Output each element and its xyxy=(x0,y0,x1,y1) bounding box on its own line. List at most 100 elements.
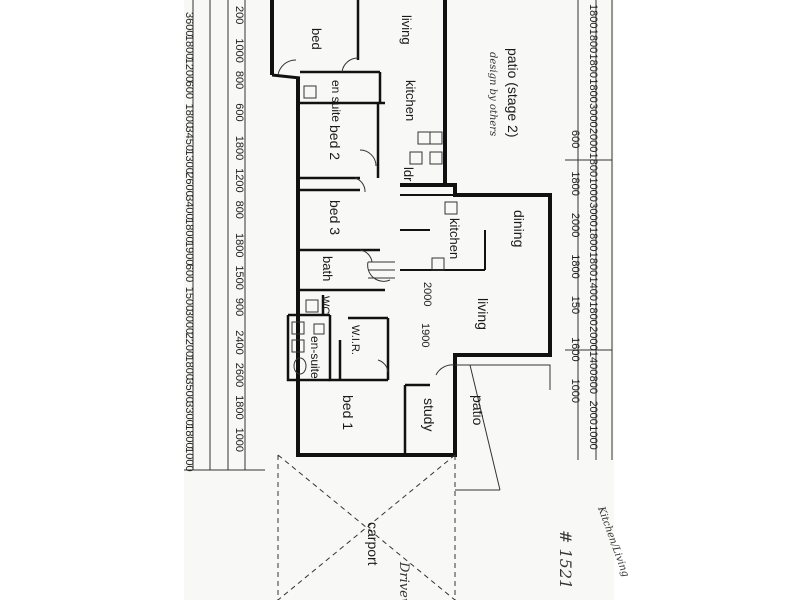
left-dim-11: 600 xyxy=(183,264,195,282)
room-label-ensuite-top: en suite xyxy=(329,80,343,122)
left-mid-dim-7: 1800 xyxy=(233,233,245,257)
right-mid-dim-4: 150 xyxy=(569,296,581,314)
right-mid-dim-1: 1800 xyxy=(569,171,581,195)
room-label-carport: carport xyxy=(365,522,381,566)
right-dim-3: 1800 xyxy=(587,78,599,102)
right-dim-14: 1400 xyxy=(587,351,599,375)
left-mid-dim-1: 1000 xyxy=(233,38,245,62)
right-mid-dimension-text: 600 1800 2000 1800 150 1600 1000 xyxy=(569,130,581,403)
left-dim-0: 3600 xyxy=(183,12,195,36)
right-dim-2: 1800 xyxy=(587,54,599,78)
room-label-wir: W.I.R. xyxy=(349,325,361,355)
entry-steps xyxy=(368,261,395,279)
right-mid-dim-0: 600 xyxy=(569,130,581,148)
left-mid-dimension-text: 200 1000 800 600 1800 1200 800 1800 1500 900 2400 2… xyxy=(233,6,245,452)
left-dim-13: 3000 xyxy=(183,310,195,334)
right-dim-8: 3000 xyxy=(587,202,599,226)
left-dim-4: 1800 xyxy=(183,104,195,128)
left-dim-3: 600 xyxy=(183,81,195,99)
left-mid-dim-0: 200 xyxy=(233,6,245,24)
note-design-by-others: design by others xyxy=(487,52,498,136)
room-label-study: study xyxy=(421,398,437,431)
left-dim-6: 1300 xyxy=(183,149,195,173)
fixtures xyxy=(291,85,458,375)
left-mid-dim-13: 1000 xyxy=(233,428,245,452)
note-number: # 1521 xyxy=(556,530,575,589)
left-dim-15: 1800 xyxy=(183,356,195,380)
left-mid-dim-5: 1200 xyxy=(233,168,245,192)
room-label-ensuite: en-suite xyxy=(308,336,322,379)
room-label-bed1: bed 1 xyxy=(340,395,356,430)
left-dimension-lines xyxy=(184,0,265,471)
left-mid-dim-8: 1500 xyxy=(233,265,245,289)
right-dimension-text: 1800180018001800300020001800100030001800… xyxy=(587,4,599,450)
left-mid-dim-6: 800 xyxy=(233,201,245,219)
right-mid-dim-5: 1600 xyxy=(569,337,581,361)
left-dimension-text: 3600180012006001800345013002600340018001… xyxy=(183,12,195,472)
room-label-bed-top: bed xyxy=(309,28,324,50)
building-walls xyxy=(270,0,552,491)
note-kitchen-living: Kitchen/Living xyxy=(595,504,631,578)
right-dimension-lines xyxy=(565,0,613,460)
room-label-bed2: bed 2 xyxy=(327,125,343,160)
left-dim-1: 1800 xyxy=(183,35,195,59)
room-label-bed3: bed 3 xyxy=(327,200,343,235)
right-dim-16: 2000 xyxy=(587,400,599,424)
left-mid-dim-3: 600 xyxy=(233,103,245,121)
right-dim-13: 2000 xyxy=(587,326,599,350)
right-dim-7: 1000 xyxy=(587,177,599,201)
left-dim-12: 1500 xyxy=(183,287,195,311)
right-dim-15: 800 xyxy=(587,376,599,394)
room-label-kitchen-top: kitchen xyxy=(403,80,418,121)
right-dim-17: 1000 xyxy=(587,425,599,449)
right-dim-6: 1800 xyxy=(587,153,599,177)
left-mid-dim-12: 1800 xyxy=(233,395,245,419)
left-dim-5: 3450 xyxy=(183,127,195,151)
left-dim-19: 1000 xyxy=(183,447,195,471)
left-dim-8: 3400 xyxy=(183,195,195,219)
left-dim-18: 1800 xyxy=(183,424,195,448)
right-dim-1: 1800 xyxy=(587,29,599,53)
carport-structure xyxy=(277,454,500,600)
note-driveway: Driveway xyxy=(396,561,411,600)
right-dim-9: 1800 xyxy=(587,227,599,251)
interior-dimensions: 2000 1900 xyxy=(419,282,433,347)
room-label-patio-stage2: patio (stage 2) xyxy=(505,48,521,138)
right-dim-5: 2000 xyxy=(587,128,599,152)
room-label-living-top: living xyxy=(399,15,414,45)
room-label-ldr: ldr xyxy=(401,167,416,182)
left-mid-dim-10: 2400 xyxy=(233,330,245,354)
left-dim-16: 3500 xyxy=(183,378,195,402)
interior-dim-1: 1900 xyxy=(419,323,431,347)
left-dim-14: 2200 xyxy=(183,333,195,357)
room-label-patio: patio xyxy=(470,395,486,426)
left-dim-2: 1200 xyxy=(183,58,195,82)
right-mid-dim-3: 1800 xyxy=(569,254,581,278)
right-dim-10: 1800 xyxy=(587,252,599,276)
right-dim-4: 3000 xyxy=(587,103,599,127)
plan-sheet xyxy=(184,0,614,600)
room-label-kitchen: kitchen xyxy=(447,218,462,259)
left-mid-dim-9: 900 xyxy=(233,298,245,316)
right-dim-11: 1400 xyxy=(587,277,599,301)
interior-dim-0: 2000 xyxy=(421,282,433,306)
left-dim-10: 1900 xyxy=(183,241,195,265)
room-label-living: living xyxy=(475,298,491,330)
left-mid-dim-4: 1800 xyxy=(233,136,245,160)
right-mid-dim-2: 2000 xyxy=(569,213,581,237)
right-dim-12: 1800 xyxy=(587,301,599,325)
room-labels: bed living en suite kitchen patio (stage… xyxy=(308,15,527,566)
right-mid-dim-6: 1000 xyxy=(569,379,581,403)
left-dim-9: 1800 xyxy=(183,218,195,242)
room-label-bath: bath xyxy=(320,256,335,281)
door-swings xyxy=(277,57,455,376)
left-mid-dim-11: 2600 xyxy=(233,363,245,387)
room-label-wc: WC xyxy=(319,296,331,314)
room-label-dining: dining xyxy=(511,210,527,247)
left-mid-dim-2: 800 xyxy=(233,71,245,89)
left-dim-7: 2600 xyxy=(183,172,195,196)
right-dim-0: 1800 xyxy=(587,4,599,28)
left-dim-17: 3300 xyxy=(183,401,195,425)
